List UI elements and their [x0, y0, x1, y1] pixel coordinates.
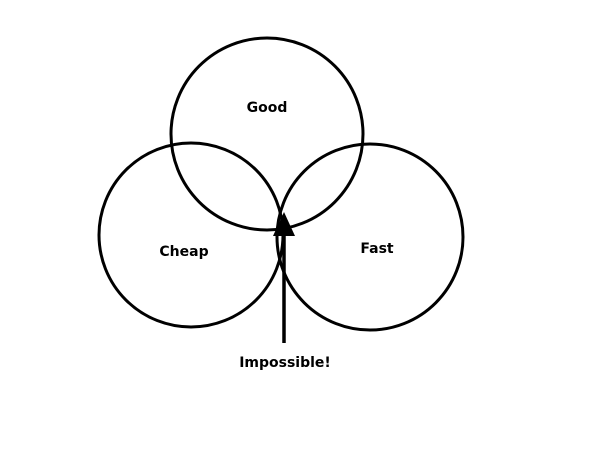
circle-cheap: [97, 141, 285, 329]
arrow-icon: [273, 212, 295, 343]
label-good: Good: [247, 100, 288, 116]
label-fast: Fast: [360, 241, 394, 257]
circle-good: [169, 36, 365, 232]
label-impossible: Impossible!: [239, 355, 331, 371]
label-cheap: Cheap: [159, 244, 208, 260]
circle-fast: [275, 142, 465, 332]
